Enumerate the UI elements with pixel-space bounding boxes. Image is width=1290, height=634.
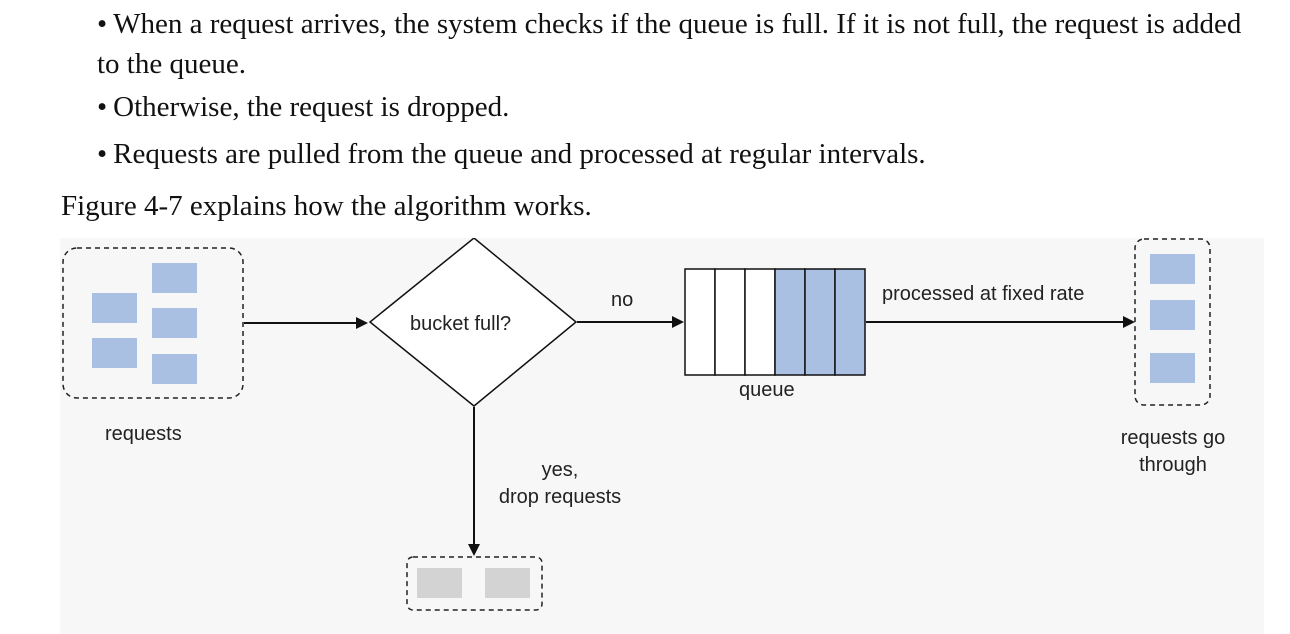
dropped-requests-group xyxy=(406,556,543,611)
queue-slot-filled xyxy=(804,268,836,376)
yes-label-line2: drop requests xyxy=(498,486,622,508)
through-label-line1: requests go xyxy=(1120,427,1226,449)
diagram-canvas xyxy=(62,238,1211,611)
bullet-queue-check: •When a request arrives, the system chec… xyxy=(97,4,1267,84)
bullet-dot: • xyxy=(97,91,108,123)
bullet-dot: • xyxy=(97,8,108,40)
through-label-line2: through xyxy=(1139,454,1207,476)
request-box xyxy=(152,263,197,293)
yes-label-line1: yes, xyxy=(541,459,579,481)
queue-label: queue xyxy=(739,379,795,401)
leaking-bucket-diagram: requests bucket full? no queue processed… xyxy=(60,238,1264,634)
request-box xyxy=(1150,254,1195,284)
dropped-request-box xyxy=(485,568,530,598)
queue-slot-empty xyxy=(744,268,776,376)
request-box xyxy=(152,354,197,384)
request-box xyxy=(1150,353,1195,383)
yes-label: yes, drop requests xyxy=(480,457,640,511)
bullet-text: Requests are pulled from the queue and p… xyxy=(113,138,926,170)
processed-label: processed at fixed rate xyxy=(882,283,1085,305)
bullet-text: When a request arrives, the system check… xyxy=(97,8,1242,80)
queue-slot-filled xyxy=(774,268,806,376)
requests-label: requests xyxy=(105,423,182,445)
dropped-request-box xyxy=(417,568,462,598)
request-box xyxy=(92,293,137,323)
decision-diamond xyxy=(368,238,578,407)
queue-slot-empty xyxy=(714,268,746,376)
bullet-dropped: •Otherwise, the request is dropped. xyxy=(97,87,1267,127)
request-box xyxy=(1150,300,1195,330)
bullet-processed: •Requests are pulled from the queue and … xyxy=(97,134,1267,174)
decision-label: bucket full? xyxy=(410,313,512,335)
bullet-dot: • xyxy=(97,138,108,170)
incoming-requests-group xyxy=(62,247,244,399)
bullet-text: Otherwise, the request is dropped. xyxy=(113,91,510,123)
queue-slot-filled xyxy=(834,268,866,376)
queue-slot-empty xyxy=(684,268,716,376)
no-label: no xyxy=(611,289,634,311)
figure-intro: Figure 4-7 explains how the algorithm wo… xyxy=(61,190,592,222)
through-label: requests go through xyxy=(1100,425,1246,479)
outgoing-requests-group xyxy=(1134,238,1211,406)
request-box xyxy=(152,308,197,338)
request-box xyxy=(92,338,137,368)
